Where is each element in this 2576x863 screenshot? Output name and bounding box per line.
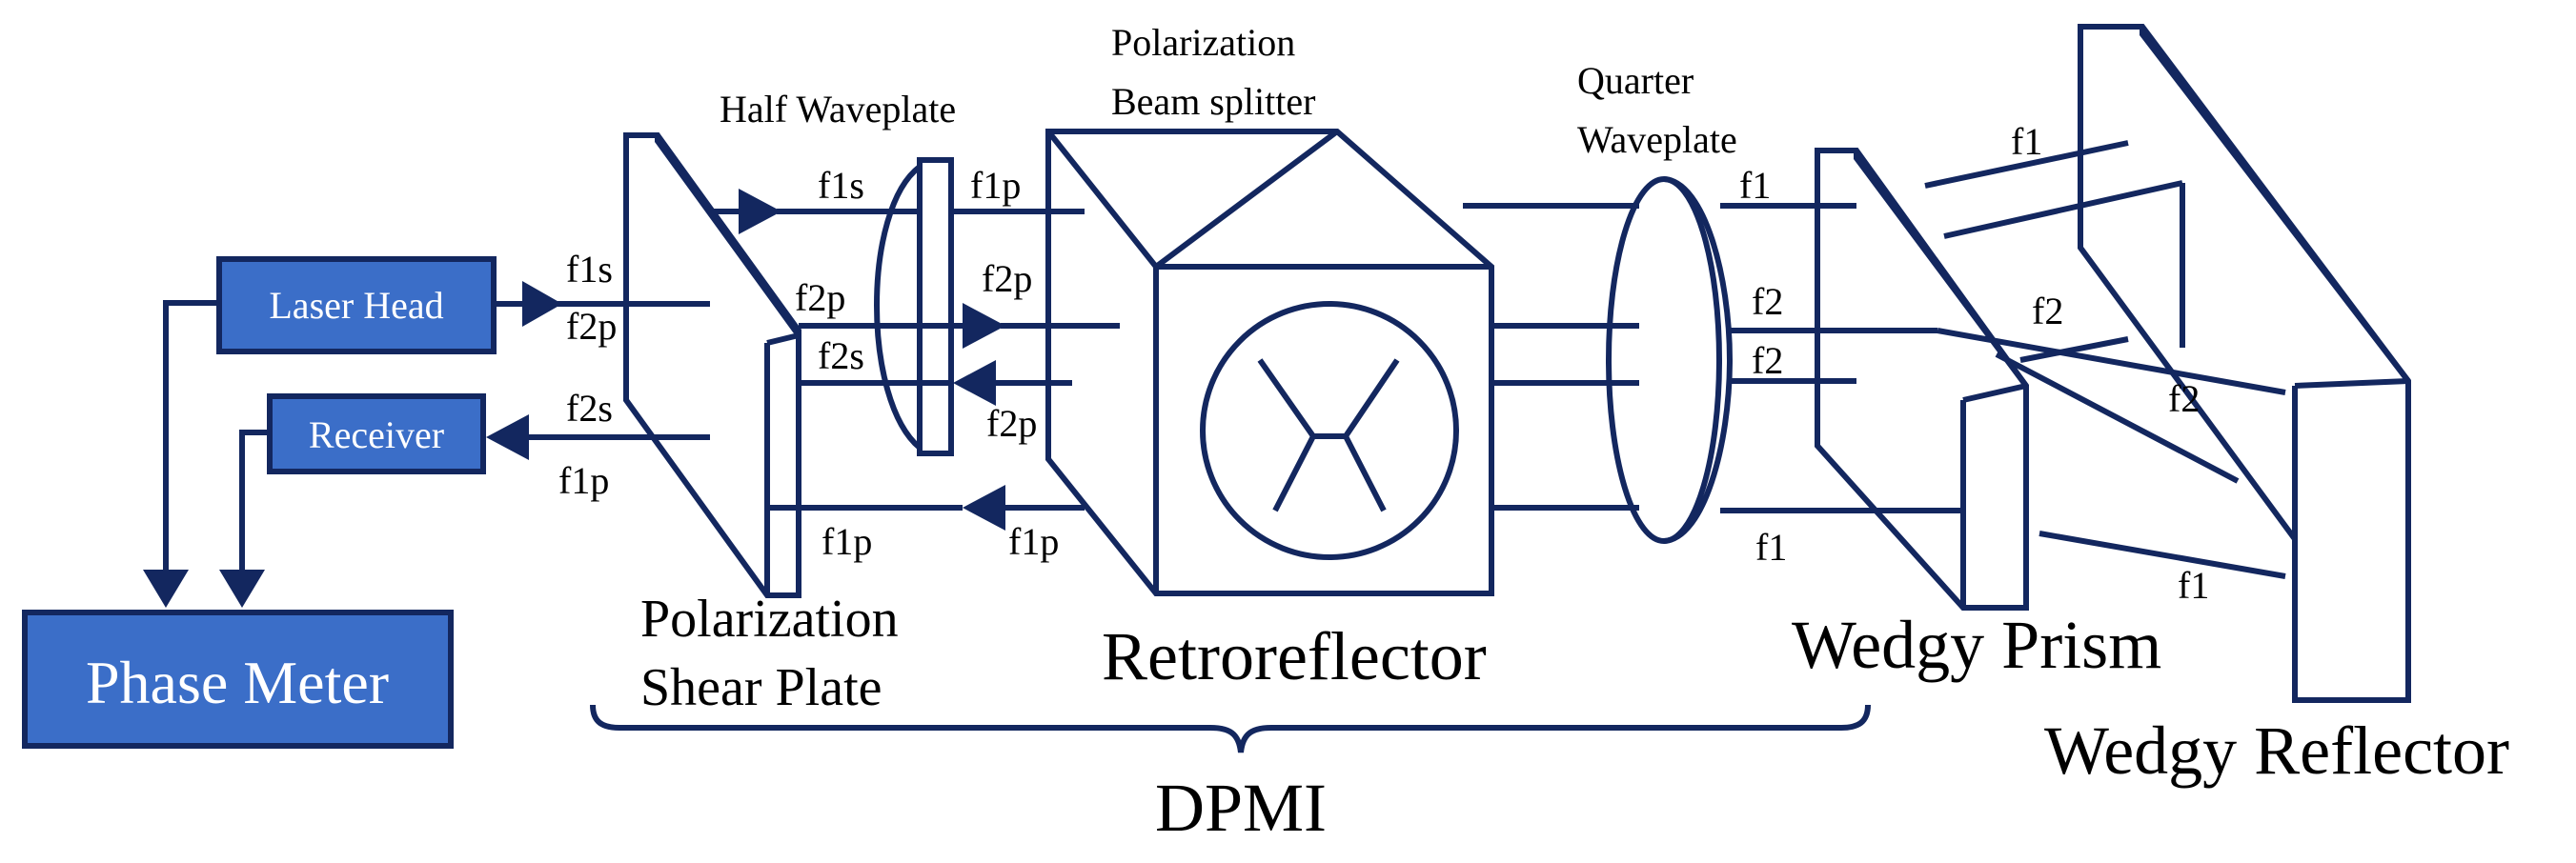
beam-f1p-return [767, 485, 1085, 531]
dpmi-label: DPMI [1155, 770, 1327, 846]
quarter-waveplate [1606, 176, 1734, 544]
beam-f2p-through-hwp [799, 303, 1120, 349]
recv-f1p-label: f1p [558, 459, 609, 502]
beam-f2s-return [799, 360, 1072, 406]
laser-head-box[interactable]: Laser Head [216, 256, 497, 354]
retroreflector-label: Retroreflector [1102, 618, 1487, 694]
half-waveplate-label: Half Waveplate [720, 88, 956, 130]
wedgy-prism [1815, 148, 2029, 611]
pbs-label-line1: Polarization [1111, 21, 1295, 64]
half-waveplate [874, 157, 954, 456]
dpmi-bracket [590, 704, 1871, 753]
pbs-label-line2: Beam splitter [1111, 80, 1315, 123]
wedgy-reflector [2078, 24, 2411, 703]
qwp-label-line2: Waveplate [1577, 118, 1737, 161]
ret-f1p-label-a: f1p [821, 520, 872, 563]
wr-f1-bottom-label: f1 [2178, 564, 2209, 607]
laser-f2p-label: f2p [566, 305, 617, 348]
qwp-f1-top-label: f1 [1739, 164, 1771, 207]
hwp-f2s-label: f2s [818, 334, 864, 377]
ret-f1p-label-b: f1p [1008, 520, 1059, 563]
wr-f2-b-label: f2 [2168, 377, 2200, 420]
receiver-to-phase-meter-line [219, 430, 270, 608]
qwp-to-prism-beams [1720, 203, 1963, 513]
pbs-f2p-return-label: f2p [986, 402, 1037, 445]
polarization-shear-plate [623, 132, 801, 598]
shear-plate-label-line1: Polarization [640, 590, 899, 649]
laser-to-phase-meter-line [143, 300, 219, 608]
retroreflector [1200, 301, 1459, 560]
laser-output-beam [494, 281, 710, 327]
recv-f2s-label: f2s [566, 387, 613, 430]
qwp-label-line1: Quarter [1577, 59, 1694, 102]
laser-head-label: Laser Head [269, 284, 443, 327]
wr-f1-top-label: f1 [2011, 120, 2042, 163]
receiver-label: Receiver [309, 413, 444, 456]
wr-f2-a-label: f2 [2032, 290, 2063, 332]
pbs-f2p-in-label: f2p [982, 257, 1032, 300]
wedgy-reflector-label: Wedgy Reflector [2044, 712, 2509, 789]
polarization-beam-splitter [1045, 129, 1494, 596]
receiver-input-beam [486, 414, 710, 460]
phase-meter-box[interactable]: Phase Meter [22, 610, 454, 749]
laser-f1s-label: f1s [566, 248, 613, 291]
hwp-f2p-label: f2p [795, 276, 845, 319]
wedgy-prism-label: Wedgy Prism [1792, 607, 2161, 683]
qwp-f1-bottom-label: f1 [1755, 526, 1787, 569]
qwp-f2-a-label: f2 [1752, 280, 1783, 323]
hwp-in-f1s-label: f1s [818, 164, 864, 207]
receiver-box[interactable]: Receiver [267, 393, 486, 474]
qwp-f2-b-label: f2 [1752, 339, 1783, 382]
phase-meter-label: Phase Meter [86, 649, 389, 716]
prism-to-reflector-beams [1924, 140, 2286, 579]
beam-f1s-to-hwp [710, 189, 920, 234]
hwp-out-f1p-label: f1p [970, 164, 1021, 207]
pbs-to-qwp-beams [1463, 203, 1639, 511]
shear-plate-label-line2: Shear Plate [640, 658, 882, 717]
